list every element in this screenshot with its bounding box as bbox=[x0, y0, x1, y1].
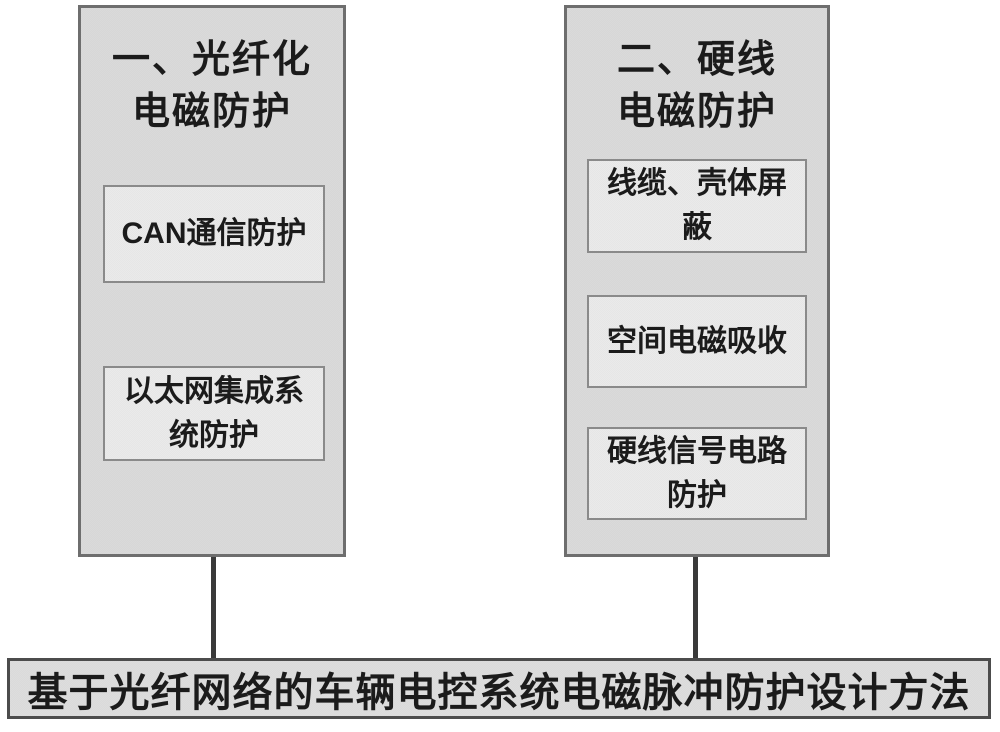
group-box-hardwired-protection: 二、硬线 电磁防护 线缆、壳体屏 蔽 空间电磁吸收 硬线信号电路 防护 bbox=[564, 5, 830, 557]
result-label: 基于光纤网络的车辆电控系统电磁脉冲防护设计方法 bbox=[27, 670, 971, 715]
sub-box-cable-shell-shielding: 线缆、壳体屏 蔽 bbox=[587, 159, 807, 253]
sub-box-can-communication-protection: CAN通信防护 bbox=[103, 185, 325, 283]
sub-box-ethernet-integrated-system-protection: 以太网集成系 统防护 bbox=[103, 366, 325, 461]
result-box-design-method: 基于光纤网络的车辆电控系统电磁脉冲防护设计方法 bbox=[7, 658, 991, 719]
group-box-fiber-optic-protection: 一、光纤化 电磁防护 CAN通信防护 以太网集成系 统防护 bbox=[78, 5, 346, 557]
connector-line-left bbox=[211, 557, 216, 658]
connector-line-right bbox=[693, 557, 698, 658]
sub-box-hardwired-signal-circuit-protection: 硬线信号电路 防护 bbox=[587, 427, 807, 520]
sub-box-spatial-em-absorption: 空间电磁吸收 bbox=[587, 295, 807, 388]
group-title-hardwired-protection: 二、硬线 电磁防护 bbox=[616, 39, 777, 133]
group-title-fiber-optic-protection: 一、光纤化 电磁防护 bbox=[111, 39, 312, 133]
